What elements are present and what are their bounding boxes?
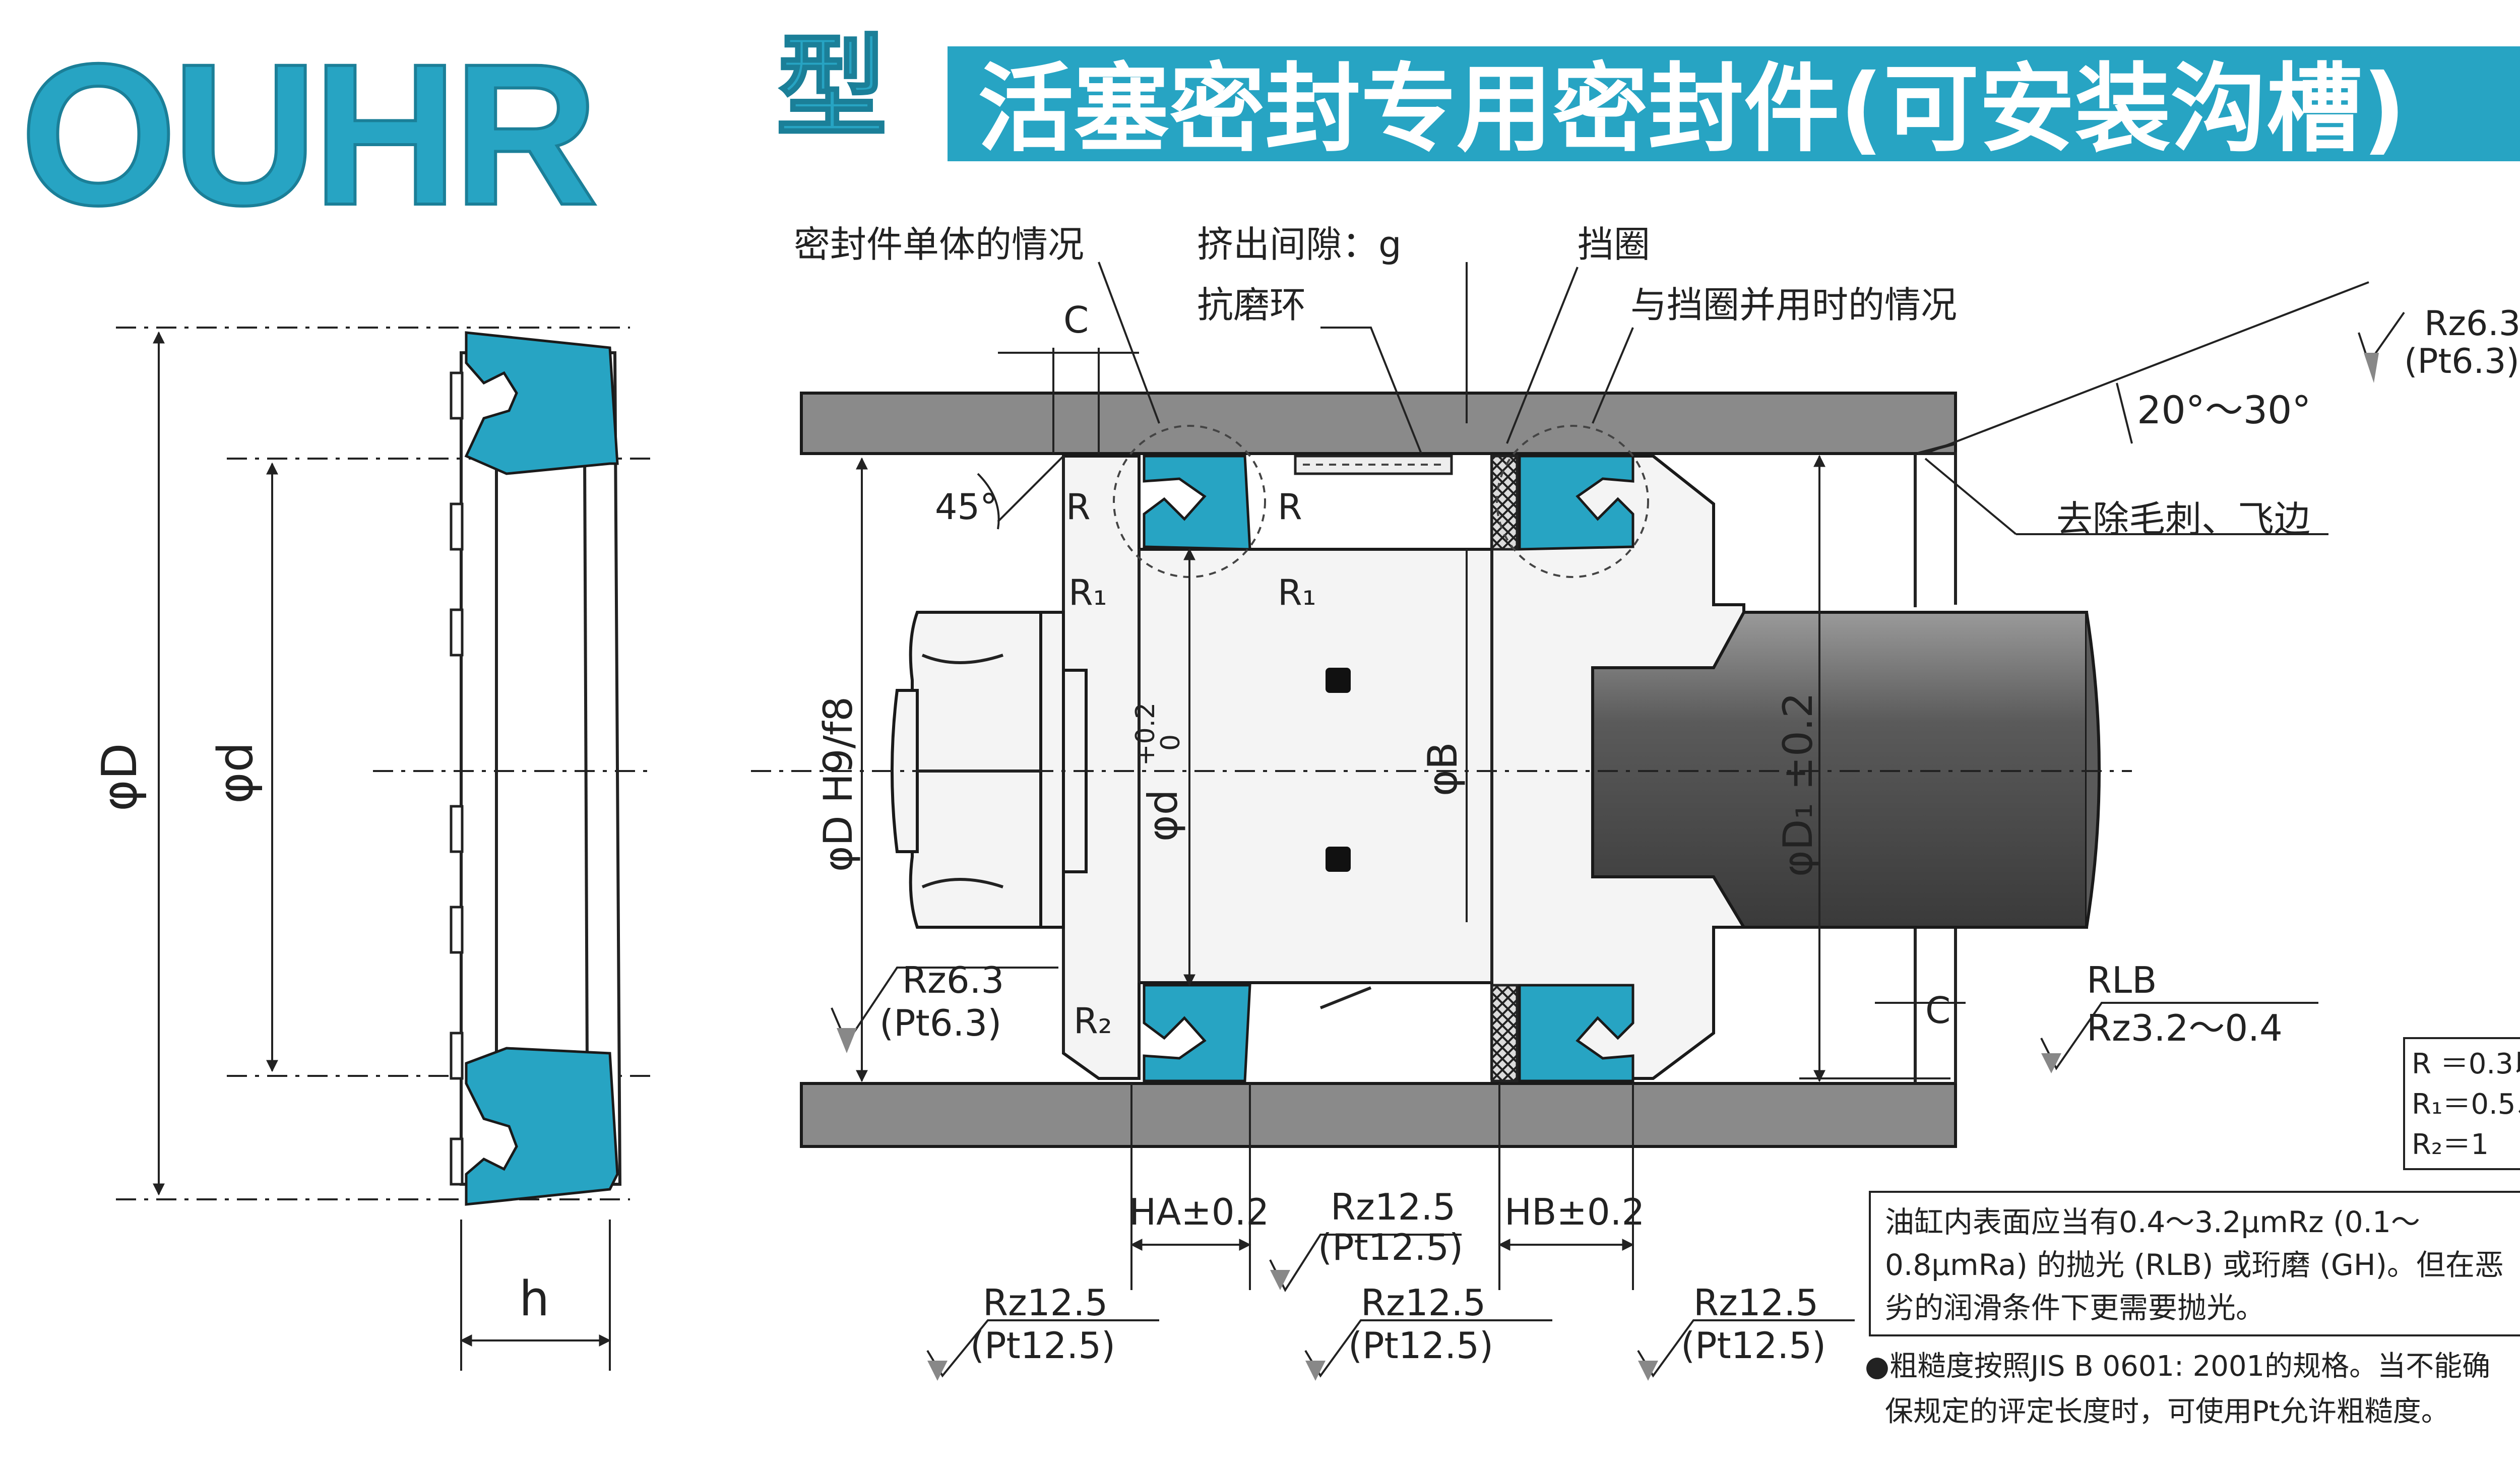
chamfer-45-line [997, 455, 1064, 523]
leader-deburr [1924, 458, 2017, 535]
roughness-tri-top-right [2364, 353, 2379, 383]
roughness-rlb: RLB [2087, 959, 2157, 1001]
nut-bolt-end [891, 689, 919, 853]
chamfer-line [1925, 281, 2369, 455]
leader-backup [1506, 267, 1579, 444]
note1-line1: 油缸内表面应当有0.4～3.2μmRz (0.1～ [1885, 1205, 2420, 1239]
roughness-top-right-rz: Rz6.3 [2424, 304, 2520, 344]
roughness-top-right-pt: (Pt6.3) [2404, 342, 2519, 381]
roughness-tri-left [837, 1028, 857, 1053]
model-code: OUHR [20, 22, 595, 247]
callout-r-right: R [1278, 486, 1302, 528]
dim-D1: φD₁ ±0.2 [1775, 692, 1821, 877]
seal-cross-section: φD φd h [92, 327, 655, 1371]
nut-chamfer-top [921, 654, 1003, 664]
roughness-mid-pt: (Pt12.5) [1318, 1226, 1463, 1268]
note1-line2: 0.8μmRa) 的抛光 (RLB) 或珩磨 (GH)。但在恶 [1885, 1248, 2504, 1282]
roughness-tri-mid [1270, 1270, 1290, 1290]
roughness-b3-rz: Rz12.5 [1693, 1282, 1818, 1324]
roughness-tri-rlb [2041, 1053, 2061, 1073]
nut-chamfer-bottom [921, 878, 1003, 888]
label-d: φd [208, 742, 264, 804]
header: OUHR 型 活塞密封专用密封件(可安装沟槽) [19, 20, 2520, 248]
callout-r1-right: R₁ [1278, 572, 1316, 613]
cylinder-wall-bottom [800, 1082, 1957, 1148]
note-box [1869, 1191, 2520, 1336]
seal-profile-top [464, 331, 619, 475]
dim-DH9f8: φD H9/f8 [816, 696, 861, 872]
callout-wear-ring: 抗磨环 [1197, 284, 1306, 326]
bore-entrance [1918, 452, 1957, 605]
washer [1039, 611, 1065, 929]
wear-ring-bottom-leader [1319, 986, 1372, 1009]
label-h: h [519, 1271, 549, 1327]
callout-c-bottom: C [1925, 989, 1950, 1032]
callout-extrusion-gap: 挤出间隙：g [1197, 223, 1402, 266]
callout-c-top: C [1063, 299, 1089, 341]
chamfer-arc [2116, 382, 2133, 444]
radius-spec-box: R ＝0.3以下 R₁＝0.5以下 R₂＝1 [2403, 1037, 2520, 1170]
seal-profile-bottom [465, 1047, 619, 1206]
note2-line2: 保规定的评定长度时，可使用Pt允许粗糙度。 [1885, 1395, 2449, 1428]
callout-single-seal: 密封件单体的情况 [794, 223, 1084, 266]
banner-title: 活塞密封专用密封件(可安装沟槽) [978, 53, 2406, 165]
callout-with-backup: 与挡圈并用时的情况 [1630, 284, 1957, 326]
callout-45: 45° [935, 486, 997, 528]
seal-bottom-left [1143, 984, 1251, 1082]
dim-B: φB [1419, 742, 1466, 796]
seal-inner-line-2 [583, 453, 589, 1064]
detail-circle-right [1496, 425, 1649, 578]
leader-single-seal [1098, 262, 1160, 424]
note1-line3: 劣的润滑条件下更需要抛光。 [1885, 1291, 2265, 1325]
roughness-tri-b2 [1305, 1361, 1326, 1381]
oring-top [1326, 668, 1351, 693]
roughness-marks: Rz6.3 (Pt6.3) Rz6.3 (Pt6.3) RLB Rz3.2～0.… [831, 304, 2520, 1381]
seal-top-left [1143, 455, 1251, 551]
callout-r1-left: R₁ [1068, 572, 1107, 613]
cylinder-wall-top [800, 392, 1957, 455]
roughness-mid-rz: Rz12.5 [1331, 1186, 1456, 1228]
callout-r2: R₂ [1074, 1000, 1112, 1042]
seal-bottom-right [1518, 984, 1634, 1082]
rod-end [2085, 612, 2101, 928]
callout-chamfer-angle: 20°～30° [2137, 388, 2311, 432]
callouts: 密封件单体的情况 挤出间隙：g 挡圈 抗磨环 与挡圈并用时的情况 20°～30°… [794, 223, 2369, 1042]
callout-backup-ring: 挡圈 [1578, 223, 1650, 266]
roughness-tri-b1 [927, 1361, 948, 1381]
backup-ring-bottom [1490, 984, 1519, 1082]
oring-bottom [1326, 847, 1351, 872]
roughness-tri-b3 [1638, 1361, 1658, 1381]
leader-with-backup [1592, 327, 1634, 424]
radius-r2: R₂＝1 [2412, 1128, 2489, 1161]
leader-wear-ring [1320, 327, 1422, 454]
seal-top-right [1518, 455, 1634, 551]
dim-d-sup: +0.2 [1130, 702, 1161, 766]
seal-notches [450, 371, 464, 1186]
note2-line1: ●粗糙度按照JIS B 0601: 2001的规格。当不能确 [1865, 1350, 2490, 1383]
assembly-drawing: φD H9/f8 φd +0.2 0 φB φD₁ ±0.2 HA±0.2 HB… [751, 392, 2132, 1290]
dim-HB: HB±0.2 [1504, 1191, 1645, 1233]
roughness-rlb-rz: Rz3.2～0.4 [2087, 1007, 2283, 1049]
roughness-left-pt: (Pt6.3) [879, 1002, 1001, 1044]
notes: 油缸内表面应当有0.4～3.2μmRz (0.1～ 0.8μmRa) 的抛光 (… [1865, 1191, 2520, 1428]
title-banner [948, 46, 2520, 161]
roughness-b1-pt: (Pt12.5) [970, 1324, 1115, 1367]
roughness-b3-pt: (Pt12.5) [1681, 1324, 1826, 1367]
arc-45 [977, 473, 1000, 530]
label-D: φD [92, 743, 148, 811]
model-type-char: 型 [776, 23, 887, 152]
radius-r1: R₁＝0.5以下 [2412, 1088, 2520, 1121]
dim-d: φd [1140, 789, 1186, 842]
radius-r: R ＝0.3以下 [2412, 1048, 2520, 1080]
roughness-b1-rz: Rz12.5 [983, 1282, 1108, 1324]
roughness-check-left [831, 967, 1058, 1046]
roughness-b2-rz: Rz12.5 [1361, 1282, 1486, 1324]
roughness-b2-pt: (Pt12.5) [1348, 1324, 1493, 1367]
dim-d-sub: 0 [1156, 734, 1186, 751]
roughness-left-rz: Rz6.3 [902, 959, 1004, 1001]
dim-HA: HA±0.2 [1129, 1191, 1269, 1233]
callout-r-left: R [1066, 486, 1091, 528]
